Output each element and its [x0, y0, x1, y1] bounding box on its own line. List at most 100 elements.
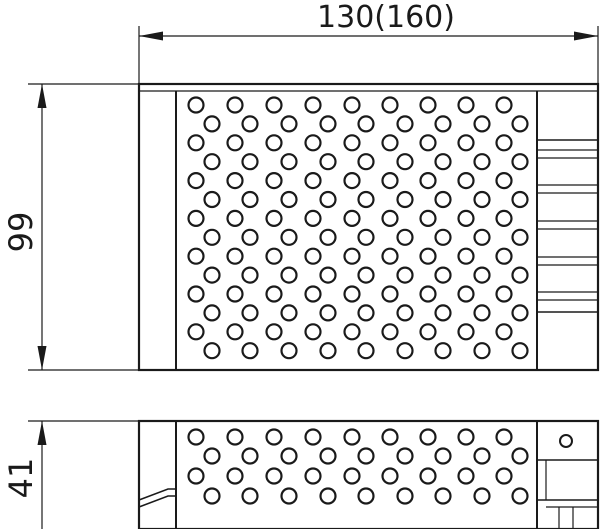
- vent-hole: [280, 447, 298, 465]
- vent-hole: [319, 447, 337, 465]
- vent-hole: [495, 467, 513, 485]
- vent-hole: [241, 304, 259, 322]
- vent-hole: [457, 467, 475, 485]
- bracket-line: [138, 495, 176, 508]
- top-view: [137, 82, 600, 372]
- vent-hole: [511, 447, 529, 465]
- vent-hole: [280, 487, 298, 505]
- vent-hole: [419, 323, 437, 341]
- vent-hole: [280, 342, 298, 360]
- vent-hole: [343, 172, 361, 190]
- vent-hole: [226, 428, 244, 446]
- vent-hole: [203, 266, 221, 284]
- vent-hole: [280, 153, 298, 171]
- vent-hole: [343, 209, 361, 227]
- width-arrow-right: [574, 31, 598, 41]
- vent-hole: [203, 228, 221, 246]
- vent-hole: [381, 134, 399, 152]
- vent-hole: [357, 487, 375, 505]
- vent-hole: [381, 247, 399, 265]
- vent-hole: [203, 342, 221, 360]
- vent-hole: [495, 428, 513, 446]
- vent-hole: [319, 153, 337, 171]
- vent-hole: [457, 323, 475, 341]
- vent-hole: [203, 115, 221, 133]
- vent-hole: [203, 190, 221, 209]
- vent-hole: [495, 247, 513, 265]
- vent-hole: [511, 342, 529, 360]
- vent-hole: [187, 323, 205, 341]
- vent-hole: [457, 428, 475, 446]
- vent-hole: [473, 190, 491, 209]
- vent-hole: [226, 285, 244, 303]
- vent-hole: [357, 266, 375, 284]
- vent-hole: [187, 467, 205, 485]
- terminal-block-outline: [536, 139, 599, 313]
- vent-hole: [457, 247, 475, 265]
- vent-hole: [419, 467, 437, 485]
- vent-hole: [473, 487, 491, 505]
- mounting-bracket: [138, 488, 176, 508]
- vent-hole: [357, 115, 375, 133]
- vent-hole: [319, 190, 337, 209]
- width-arrow-left: [139, 31, 163, 41]
- vent-hole: [343, 96, 361, 114]
- vent-hole: [187, 285, 205, 303]
- vent-hole: [495, 96, 513, 114]
- vent-hole: [241, 228, 259, 246]
- vent-hole: [343, 428, 361, 446]
- depth-arrow-top: [37, 421, 47, 445]
- vent-hole: [265, 323, 283, 341]
- vent-hole: [419, 247, 437, 265]
- vent-hole: [265, 247, 283, 265]
- vent-hole: [280, 266, 298, 284]
- vent-hole: [343, 467, 361, 485]
- vent-hole: [226, 209, 244, 227]
- vent-hole: [187, 134, 205, 152]
- vent-hole: [280, 115, 298, 133]
- vent-hole: [304, 428, 322, 446]
- vent-hole: [226, 247, 244, 265]
- vent-hole: [381, 323, 399, 341]
- vent-hole: [241, 342, 259, 360]
- vent-hole: [511, 228, 529, 246]
- vent-hole: [280, 304, 298, 322]
- height-dimension: 99: [2, 83, 139, 371]
- height-arrow-bottom: [37, 346, 47, 370]
- vent-hole: [187, 209, 205, 227]
- vent-hole: [203, 447, 221, 465]
- vent-hole: [357, 304, 375, 322]
- vent-hole: [241, 487, 259, 505]
- vent-hole: [511, 115, 529, 133]
- vent-hole: [511, 190, 529, 209]
- vent-hole: [319, 266, 337, 284]
- vent-hole: [357, 342, 375, 360]
- vent-hole: [357, 228, 375, 246]
- vent-hole: [434, 304, 452, 322]
- vent-hole: [265, 172, 283, 190]
- vent-hole: [381, 285, 399, 303]
- vent-hole: [343, 323, 361, 341]
- vent-hole: [419, 428, 437, 446]
- vent-hole: [265, 467, 283, 485]
- vent-hole: [187, 96, 205, 114]
- vent-hole: [495, 323, 513, 341]
- vent-hole: [265, 285, 283, 303]
- vent-hole: [304, 285, 322, 303]
- vent-hole: [419, 96, 437, 114]
- vent-hole: [419, 285, 437, 303]
- width-label: 130(160): [317, 0, 455, 35]
- vent-hole: [319, 228, 337, 246]
- vent-hole: [434, 115, 452, 133]
- vent-hole: [343, 285, 361, 303]
- vent-hole: [357, 190, 375, 209]
- vent-hole: [473, 228, 491, 246]
- vent-hole: [495, 285, 513, 303]
- vent-hole: [511, 153, 529, 171]
- vent-hole: [396, 153, 414, 171]
- depth-dimension: 41: [2, 420, 139, 529]
- vent-hole: [343, 247, 361, 265]
- vent-hole: [280, 190, 298, 209]
- vent-hole: [434, 487, 452, 505]
- vent-hole: [265, 209, 283, 227]
